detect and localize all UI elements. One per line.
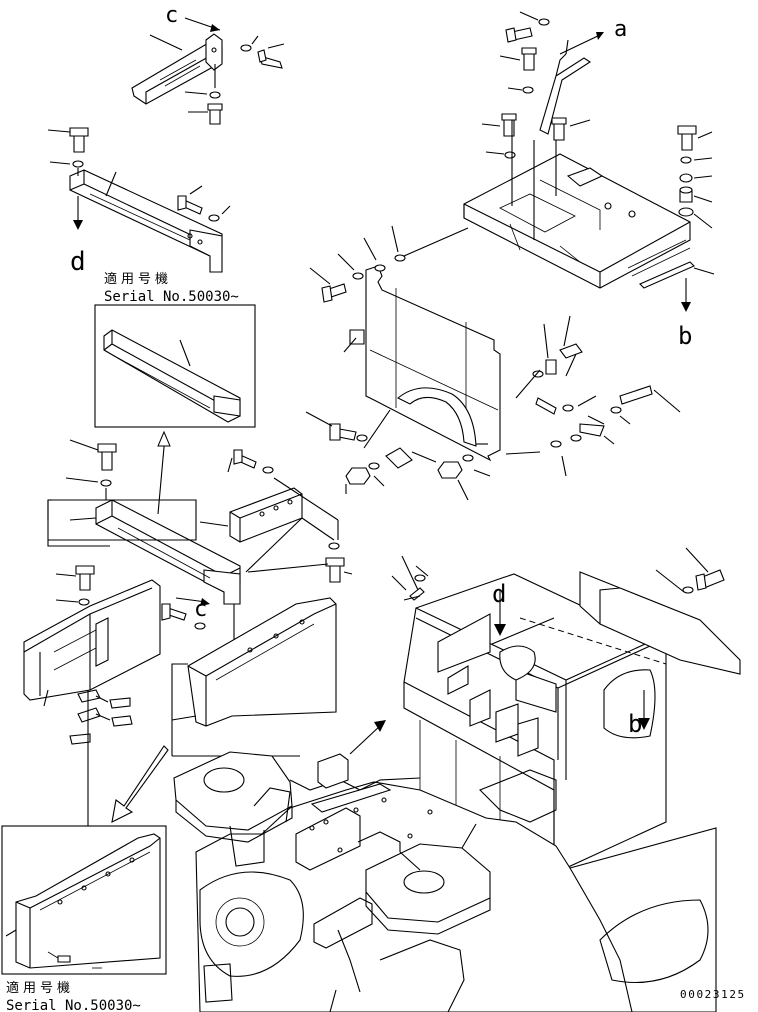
drawing-number: 00023125 (680, 988, 746, 1001)
applicable-models-label-top: 適用号機 (104, 271, 172, 287)
applicable-models-label-bottom: 適用号機 (6, 980, 74, 996)
serial-note-top: 適用号機 Serial No.50030~ (94, 271, 256, 515)
serial-number-label-top: Serial No.50030~ (104, 289, 239, 305)
callout-d-left: d (70, 247, 86, 277)
callout-b-cab: b (628, 710, 642, 738)
center-panel-assembly (305, 225, 681, 501)
top-bracket-assembly (131, 17, 285, 125)
upper-left-crossmember (47, 127, 231, 273)
cab-frame (349, 547, 741, 869)
center-left-fender (171, 597, 337, 757)
callout-a-top: a (614, 17, 627, 42)
main-frame (173, 751, 717, 1012)
right-fastener-stack (677, 125, 715, 312)
callout-c-top: c (165, 3, 178, 28)
callout-c-mid: c (194, 597, 207, 622)
bottom-variant-box (1, 825, 167, 975)
top-right-plate-assembly (463, 11, 695, 289)
mid-left-crossmember (47, 439, 353, 605)
callout-b-right: b (678, 322, 692, 350)
serial-number-label-bottom: Serial No.50030~ (6, 998, 141, 1012)
callout-d-cab: d (492, 580, 506, 608)
lower-left-bracket (23, 565, 210, 829)
